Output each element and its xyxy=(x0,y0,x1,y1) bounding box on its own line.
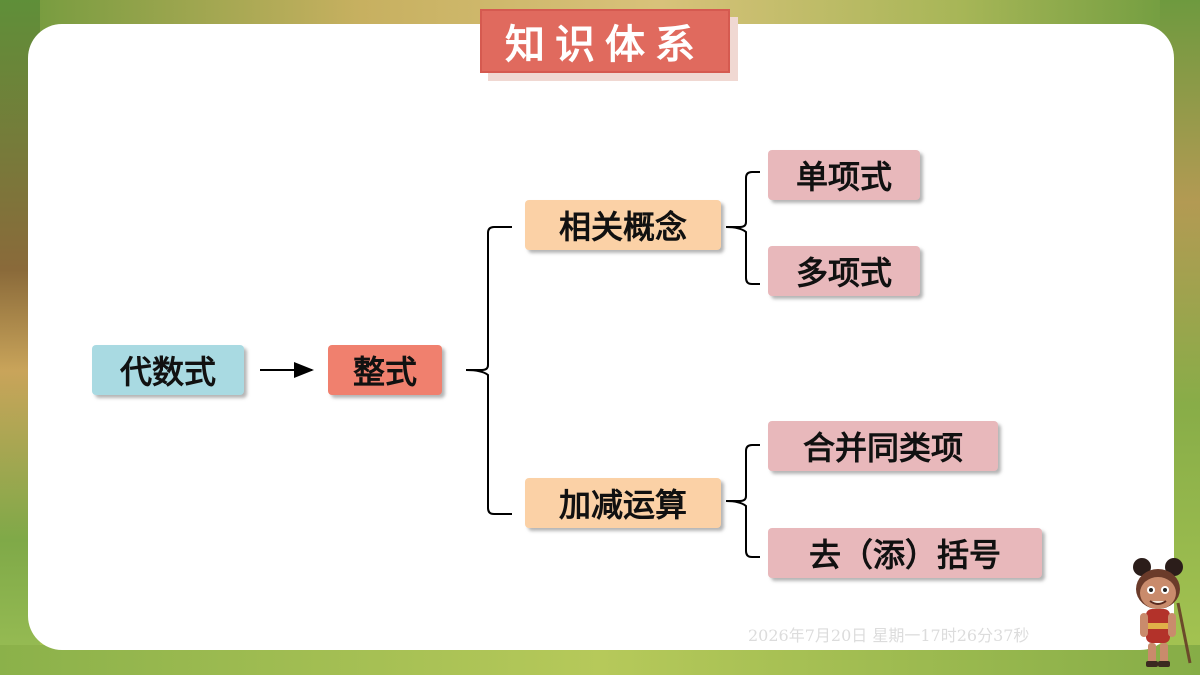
node-leaf-combine-like-terms: 合并同类项 xyxy=(768,421,998,471)
node-branch-operations: 加减运算 xyxy=(525,478,721,528)
node-main: 整式 xyxy=(328,345,442,395)
node-leaf-brackets: 去（添）括号 xyxy=(768,528,1042,578)
cartoon-character-icon xyxy=(1133,558,1192,667)
timestamp: 2026年7月20日 星期一17时26分37秒 xyxy=(748,626,1030,645)
node-branch-concepts: 相关概念 xyxy=(525,200,721,250)
node-leaf-monomial: 单项式 xyxy=(768,150,920,200)
node-leaf-polynomial: 多项式 xyxy=(768,246,920,296)
background-bottom xyxy=(0,645,1200,675)
page-title: 知识体系 xyxy=(505,21,705,68)
node-root: 代数式 xyxy=(92,345,244,395)
title-banner: 知识体系 xyxy=(480,9,730,73)
